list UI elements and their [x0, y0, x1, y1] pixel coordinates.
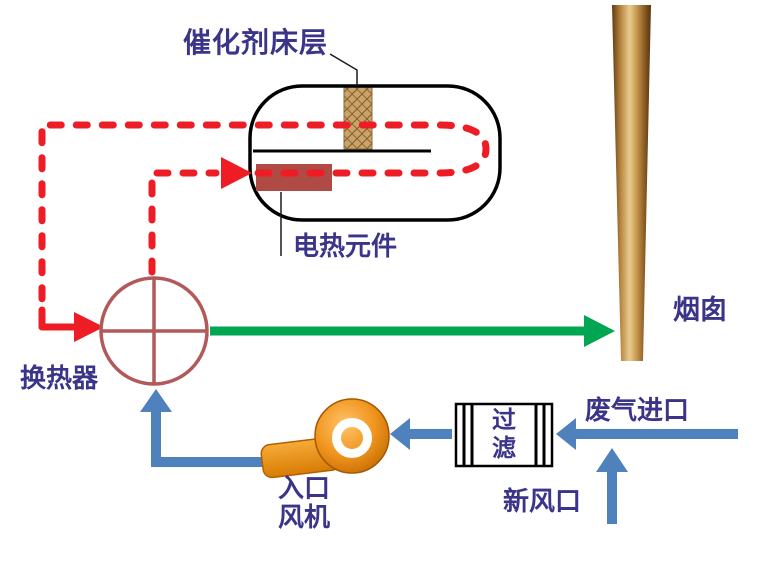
filter-label-line1: 过	[492, 407, 516, 434]
fresh-air-arrowhead	[596, 448, 628, 472]
hot-gas-arrowhead-to-heater	[221, 157, 252, 189]
heat-exchanger-label: 换热器	[20, 363, 99, 393]
inlet-fan-label: 入口 风机	[278, 474, 330, 531]
waste-gas-arrowhead	[556, 418, 576, 450]
hot-gas-solid-elbow	[38, 306, 80, 331]
inlet-fan-symbol	[260, 398, 390, 479]
hot-gas-dashed-riser	[148, 169, 220, 276]
cold-air-duct-path	[151, 410, 264, 467]
electric-heater-label: 电热元件	[293, 231, 398, 261]
hot-gas-arrowhead-to-exchanger	[74, 312, 104, 342]
hot-gas-dashed-return-loop	[38, 121, 490, 310]
inlet-fan-label-line2: 风机	[278, 501, 331, 532]
electric-heater-block	[256, 164, 332, 191]
waste-gas-inlet-label: 废气进口	[585, 395, 690, 425]
fan-inlet-arrowhead	[390, 418, 410, 450]
cold-air-arrowhead-to-exchanger	[140, 389, 172, 412]
filter-label-line2: 滤	[492, 435, 516, 462]
catalyst-bed-label: 催化剂床层	[183, 27, 329, 58]
chimney	[612, 5, 651, 361]
filter-box	[454, 402, 554, 468]
reactor-outline	[248, 84, 502, 222]
fan-hub-ring	[332, 418, 372, 458]
fresh-air-inlet-label: 新风口	[503, 486, 582, 516]
heat-exchanger-symbol	[99, 276, 209, 386]
fan-body	[314, 398, 390, 474]
filter-label: 过 滤	[480, 407, 528, 463]
clean-gas-arrowhead	[584, 315, 615, 347]
catalyst-label-connector-line	[329, 53, 358, 86]
catalyst-bed-block-hatch	[343, 86, 373, 150]
inlet-fan-label-line1: 入口	[278, 473, 331, 503]
chimney-label: 烟囱	[673, 295, 727, 325]
